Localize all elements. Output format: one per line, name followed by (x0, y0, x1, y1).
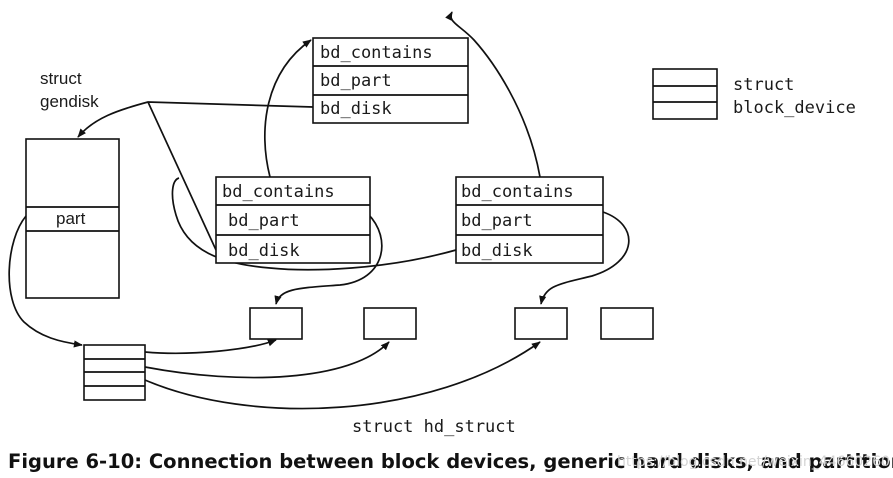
legend-label-line1: struct (733, 75, 794, 95)
field-bd-part: bd_part (320, 71, 392, 91)
field-bd-disk: bd_disk (461, 241, 533, 261)
gendisk-part-field: part (56, 209, 86, 228)
field-bd-disk: bd_disk (228, 241, 300, 261)
array-to-hd-struct-3-arrow (144, 341, 541, 410)
block-device-right-box (455, 176, 604, 264)
middle-bd-contains-to-top-arrow (264, 39, 312, 178)
field-bd-contains: bd_contains (222, 182, 335, 202)
gendisk-part-to-array-arrow (8, 215, 83, 348)
array-to-hd-struct-2-arrow (144, 341, 390, 379)
gendisk-label-line1: struct (40, 69, 82, 88)
block-device-right: bd_contains bd_part bd_disk (455, 176, 604, 264)
middle-bd-part-to-hd-struct-arrow (274, 213, 383, 305)
top-bd-disk-to-gendisk-arrow (77, 101, 314, 138)
array-to-hd-struct-1-arrow (144, 339, 277, 355)
figure-caption: Figure 6-10: Connection between block de… (8, 450, 893, 473)
field-bd-contains: bd_contains (461, 182, 574, 202)
hd-struct-box (600, 307, 654, 340)
field-bd-part: bd_part (461, 211, 533, 231)
hd-struct-box (363, 307, 417, 340)
hd-struct-box (514, 307, 568, 340)
gendisk-label-line2: gendisk (40, 92, 99, 111)
field-bd-part: bd_part (228, 211, 300, 231)
legend-icon (652, 68, 718, 120)
block-device-middle-box (215, 176, 371, 264)
middle-bd-disk-to-gendisk-line (147, 101, 217, 251)
gendisk: struct gendisk part (25, 69, 120, 299)
field-bd-contains: bd_contains (320, 43, 433, 63)
hd-structs: struct hd_struct (249, 307, 654, 437)
block-device-middle: bd_contains bd_part bd_disk (215, 176, 371, 264)
legend: struct block_device (652, 68, 856, 120)
block-device-top: bd_contains bd_part bd_disk (312, 37, 469, 124)
hd-struct-label: struct hd_struct (352, 417, 516, 437)
watermark: https://blog.csdn.net/weixin_44660260 (617, 454, 890, 470)
gendisk-box (25, 138, 120, 299)
hd-struct-box (249, 307, 303, 340)
partition-array (83, 344, 146, 401)
right-bd-contains-to-top-arrow (445, 11, 541, 178)
block-device-top-box (312, 37, 469, 124)
field-bd-disk: bd_disk (320, 99, 392, 119)
right-bd-part-to-hd-struct-arrow (539, 211, 630, 305)
legend-label-line2: block_device (733, 98, 856, 118)
